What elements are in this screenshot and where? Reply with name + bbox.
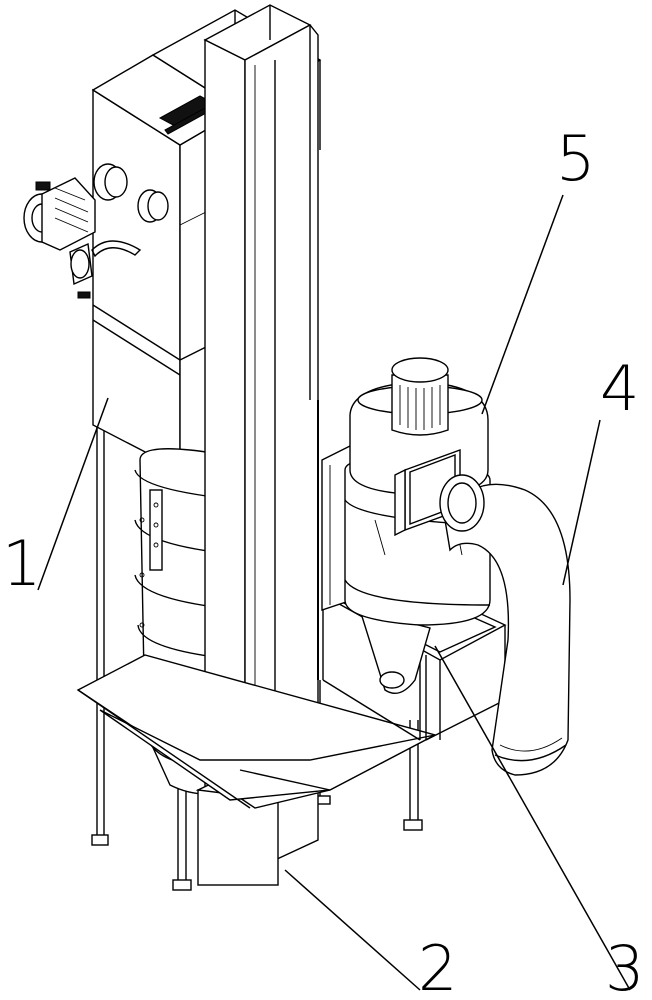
motor-assembly [23, 163, 169, 299]
bucket-elevator-component-2 [76, 4, 437, 886]
callout-1: 1 [2, 527, 41, 600]
leader-line-3 [434, 645, 631, 991]
leader-line-5 [481, 194, 564, 415]
leader-line-2 [284, 869, 421, 991]
cyclone-fan-component-5 [344, 357, 491, 694]
callout-5: 5 [556, 122, 595, 195]
leader-line-1 [37, 397, 109, 591]
callout-4: 4 [600, 352, 639, 425]
curved-duct-component-4 [439, 474, 571, 776]
callout-3: 3 [605, 932, 644, 1000]
leader-lines [37, 194, 631, 991]
callout-labels: 1 2 3 4 5 [2, 122, 644, 1000]
leader-line-4 [562, 419, 601, 586]
callout-2: 2 [418, 932, 457, 1000]
